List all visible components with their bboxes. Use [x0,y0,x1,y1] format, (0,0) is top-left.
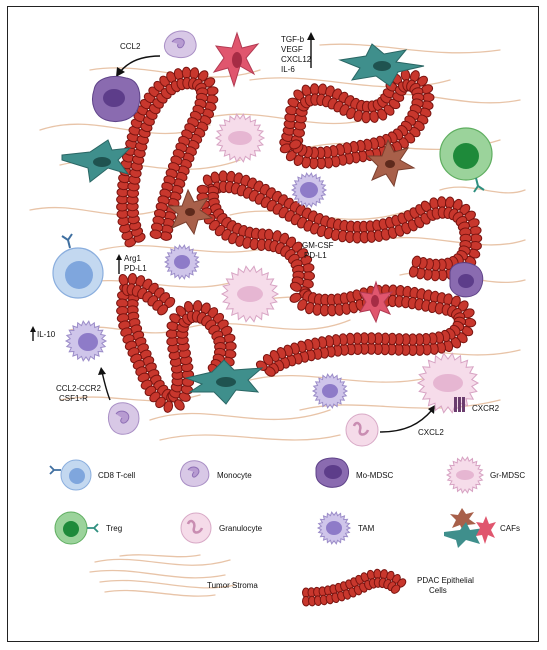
epithelial-cell [390,584,401,594]
legend-tam-icon [316,511,352,545]
monocyte-cell [107,402,140,435]
monocyte-cell [163,30,197,59]
legend-cafs-icon [444,508,496,548]
epithelial-cell [289,292,302,303]
legend-label-cafs: CAFs [500,524,520,533]
tam-cell [311,373,349,409]
arrow-ccl2-ccr2 [101,371,111,401]
granulocyte-cell [345,413,379,447]
epithelial-cell [289,139,302,150]
label-tgfb: TGF-b [281,35,305,44]
legend-gr-mdsc-icon [445,456,485,494]
legend-label-pdac-2: Cells [429,586,447,595]
epithelial-cell [155,396,166,409]
legend-label-cd8: CD8 T-cell [98,471,136,480]
cxcr2-receptor-icon [454,397,465,412]
caf-teal-cell [61,139,132,183]
epithelial-cell [163,400,174,413]
pdac-epithelial-ducts [116,66,483,413]
legend-cd8-icon [49,459,92,491]
gr-mdsc-cell [416,352,480,414]
treg-cell [439,127,493,193]
epithelial-cell [411,255,422,268]
legend-label-treg: Treg [106,524,123,533]
label-cxcl2: CXCL2 [418,428,444,437]
legend-mo-mdsc-icon [315,457,349,488]
legend-pdac-icon [301,568,407,607]
label-pdl1-center: PD-L1 [304,251,327,260]
arrows [30,32,435,433]
tam-cell [163,244,201,280]
caf-pink-cell [358,280,394,324]
legend-label-stroma: Tumor Stroma [207,581,258,590]
label-il10: IL-10 [37,330,56,339]
legend-label-tam: TAM [358,524,375,533]
label-csf1r: CSF1-R [59,394,88,403]
arrow-cxcl2 [379,409,433,433]
label-ccl2-ccr2: CCL2-CCR2 [56,384,101,393]
legend-label-momdsc: Mo-MDSC [356,471,394,480]
mo-mdsc-cell [449,262,484,298]
label-cxcl12: CXCL12 [281,55,312,64]
epithelial-cell [149,229,162,240]
epithelial-cell [174,399,185,411]
legend-monocyte-icon [179,460,210,487]
legend-treg-icon [54,511,99,545]
tam-cell [290,172,328,208]
tumor-stroma [29,43,526,597]
arrow-ccl2 [119,55,161,73]
caf-pink-cell [212,31,260,88]
label-gmcsf: GM-CSF [302,241,334,250]
epithelial-cell [361,110,371,124]
caf-teal-cell [184,359,264,405]
label-ccl2: CCL2 [120,42,141,51]
label-vegf: VEGF [281,45,303,54]
cd8-t-cell [52,233,104,299]
tam-cell [64,320,108,362]
caf-teal-cell [338,43,425,87]
caf-brown-cell [166,188,214,236]
gr-mdsc-cell [214,113,266,163]
label-il6: IL-6 [281,65,295,74]
legend-label-granulocyte: Granulocyte [219,524,263,533]
label-cxcr2: CXCR2 [472,404,500,413]
gr-mdsc-cell [220,265,280,323]
label-arg1: Arg1 [124,254,141,263]
epithelial-cell [289,281,302,292]
mo-mdsc-cell [92,76,141,122]
legend-granulocyte-icon [180,512,212,544]
legend-label-pdac-1: PDAC Epithelial [417,576,474,585]
epithelial-cell [165,329,179,339]
legend-label-grmdsc: Gr-MDSC [490,471,526,480]
caf-brown-cell [366,138,416,188]
epithelial-cell [157,304,169,316]
legend-label-monocyte: Monocyte [217,471,252,480]
label-pdl1-left: PD-L1 [124,264,147,273]
